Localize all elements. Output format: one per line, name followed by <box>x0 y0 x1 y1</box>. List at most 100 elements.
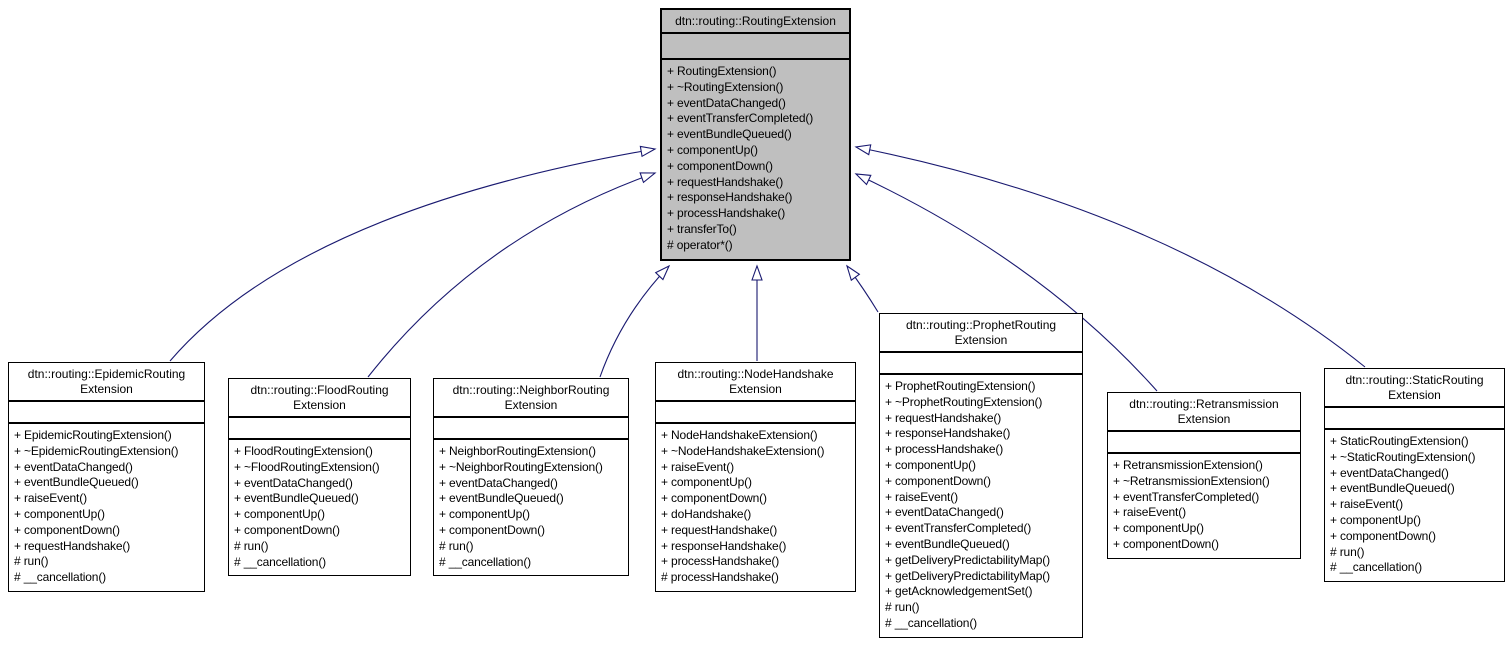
inheritance-arrow-prophet <box>846 264 879 313</box>
methods-section: + NeighborRoutingExtension()+ ~NeighborR… <box>434 438 628 575</box>
method-item: + eventBundleQueued() <box>885 536 1010 551</box>
method-item: + eventBundleQueued() <box>14 475 139 490</box>
method-item: + requestHandshake() <box>14 538 131 553</box>
method-item: + ~NodeHandshakeExtension() <box>661 443 825 458</box>
method-item: + componentUp() <box>667 142 758 157</box>
method-item: + responseHandshake() <box>661 538 787 553</box>
method-item: + componentUp() <box>1330 512 1421 527</box>
method-item: + FloodRoutingExtension() <box>234 444 373 458</box>
method-item: + EpidemicRoutingExtension() <box>14 428 172 442</box>
methods-section: + StaticRoutingExtension()+ ~StaticRouti… <box>1325 428 1504 581</box>
class-box-epidemic-routing-extension[interactable]: dtn::routing::EpidemicRouting Extension … <box>8 362 205 592</box>
method-item: # __cancellation() <box>234 554 327 569</box>
method-item: + componentUp() <box>661 475 752 490</box>
method-item: + eventTransferCompleted() <box>667 111 814 126</box>
class-box-flood-routing-extension[interactable]: dtn::routing::FloodRouting Extension + F… <box>228 378 411 577</box>
inheritance-arrow-static <box>854 144 1366 368</box>
method-item: + raiseEvent() <box>14 491 87 506</box>
inheritance-arrow-retransmission <box>854 173 1158 392</box>
method-item: # run() <box>234 538 269 553</box>
class-box-routing-extension[interactable]: dtn::routing::RoutingExtension + Routing… <box>660 8 851 261</box>
method-item: # __cancellation() <box>14 570 107 585</box>
attributes-section <box>9 400 204 422</box>
method-item: + processHandshake() <box>661 554 780 569</box>
methods-section: + NodeHandshakeExtension()+ ~NodeHandsha… <box>656 422 855 591</box>
method-item: + doHandshake() <box>661 506 752 521</box>
methods-section: + ProphetRoutingExtension()+ ~ProphetRou… <box>880 373 1082 637</box>
class-box-static-routing-extension[interactable]: dtn::routing::StaticRouting Extension + … <box>1324 368 1505 583</box>
method-item: + eventBundleQueued() <box>1330 481 1455 496</box>
class-title: dtn::routing::ProphetRouting Extension <box>905 318 1057 347</box>
class-title: dtn::routing::FloodRouting Extension <box>250 383 389 412</box>
class-title: dtn::routing::EpidemicRouting Extension <box>27 367 186 396</box>
method-item: + raiseEvent() <box>661 459 734 474</box>
method-item: # __cancellation() <box>439 554 532 569</box>
class-name: dtn::routing::RoutingExtension <box>675 14 836 28</box>
method-item: + RetransmissionExtension() <box>1113 458 1263 472</box>
class-title: dtn::routing::RoutingExtension <box>662 10 849 32</box>
method-item: + RoutingExtension() <box>667 64 777 78</box>
method-item: + ~RetransmissionExtension() <box>1113 473 1270 488</box>
method-item: + componentDown() <box>1330 528 1436 543</box>
method-item: + eventDataChanged() <box>885 505 1004 520</box>
method-item: + getDeliveryPredictabilityMap() <box>885 552 1050 567</box>
class-box-prophet-routing-extension[interactable]: dtn::routing::ProphetRouting Extension +… <box>879 313 1083 638</box>
method-item: + eventDataChanged() <box>667 95 786 110</box>
method-item: # operator*() <box>667 237 733 252</box>
method-item: + responseHandshake() <box>667 190 793 205</box>
method-item: + eventBundleQueued() <box>439 491 564 506</box>
method-item: + eventTransferCompleted() <box>1113 489 1260 504</box>
method-item: # __cancellation() <box>885 615 978 630</box>
attributes-section <box>662 32 849 58</box>
inheritance-arrow-flood <box>367 172 657 378</box>
method-item: + requestHandshake() <box>885 410 1002 425</box>
method-item: + componentUp() <box>14 506 105 521</box>
method-item: + requestHandshake() <box>667 174 784 189</box>
method-item: + raiseEvent() <box>1113 505 1186 520</box>
method-item: # run() <box>14 554 49 569</box>
method-item: # __cancellation() <box>1330 560 1423 575</box>
method-item: + raiseEvent() <box>1330 497 1403 512</box>
method-item: + NeighborRoutingExtension() <box>439 444 596 458</box>
method-item: + componentDown() <box>667 158 773 173</box>
method-item: + componentUp() <box>439 507 530 522</box>
method-item: # run() <box>439 538 474 553</box>
method-item: # run() <box>885 600 920 615</box>
method-item: + ~NeighborRoutingExtension() <box>439 459 603 474</box>
attributes-section <box>229 416 410 438</box>
method-item: + eventDataChanged() <box>234 475 353 490</box>
method-item: + requestHandshake() <box>661 522 778 537</box>
attributes-section <box>1108 430 1300 452</box>
method-item: + StaticRoutingExtension() <box>1330 434 1469 448</box>
method-item: + eventDataChanged() <box>14 459 133 474</box>
method-item: + eventBundleQueued() <box>234 491 359 506</box>
methods-section: + RoutingExtension()+ ~RoutingExtension(… <box>662 58 849 259</box>
method-item: + ProphetRoutingExtension() <box>885 379 1036 393</box>
class-box-node-handshake-extension[interactable]: dtn::routing::NodeHandshake Extension + … <box>655 362 856 592</box>
method-item: + componentDown() <box>1113 536 1219 551</box>
method-item: + componentDown() <box>439 522 545 537</box>
inheritance-arrow-epidemic <box>169 145 657 362</box>
class-title: dtn::routing::StaticRouting Extension <box>1345 373 1484 402</box>
method-item: + ~RoutingExtension() <box>667 79 784 94</box>
method-item: + componentUp() <box>234 507 325 522</box>
method-item: + componentDown() <box>661 491 767 506</box>
class-box-retransmission-extension[interactable]: dtn::routing::Retransmission Extension +… <box>1107 392 1301 559</box>
class-title: dtn::routing::Retransmission Extension <box>1129 397 1279 426</box>
method-item: + ~FloodRoutingExtension() <box>234 459 380 474</box>
methods-section: + EpidemicRoutingExtension()+ ~EpidemicR… <box>9 422 204 591</box>
class-title: dtn::routing::NodeHandshake Extension <box>677 367 834 396</box>
class-box-neighbor-routing-extension[interactable]: dtn::routing::NeighborRouting Extension … <box>433 378 629 577</box>
inheritance-arrow-neighbor <box>599 264 671 378</box>
method-item: + ~ProphetRoutingExtension() <box>885 394 1043 409</box>
method-item: + responseHandshake() <box>885 426 1011 441</box>
method-item: + eventTransferCompleted() <box>885 521 1032 536</box>
method-item: + eventDataChanged() <box>439 475 558 490</box>
method-item: + ~EpidemicRoutingExtension() <box>14 443 179 458</box>
method-item: + raiseEvent() <box>885 489 958 504</box>
method-item: + eventDataChanged() <box>1330 465 1449 480</box>
attributes-section <box>656 400 855 422</box>
method-item: + componentDown() <box>234 522 340 537</box>
method-item: + componentDown() <box>885 473 991 488</box>
